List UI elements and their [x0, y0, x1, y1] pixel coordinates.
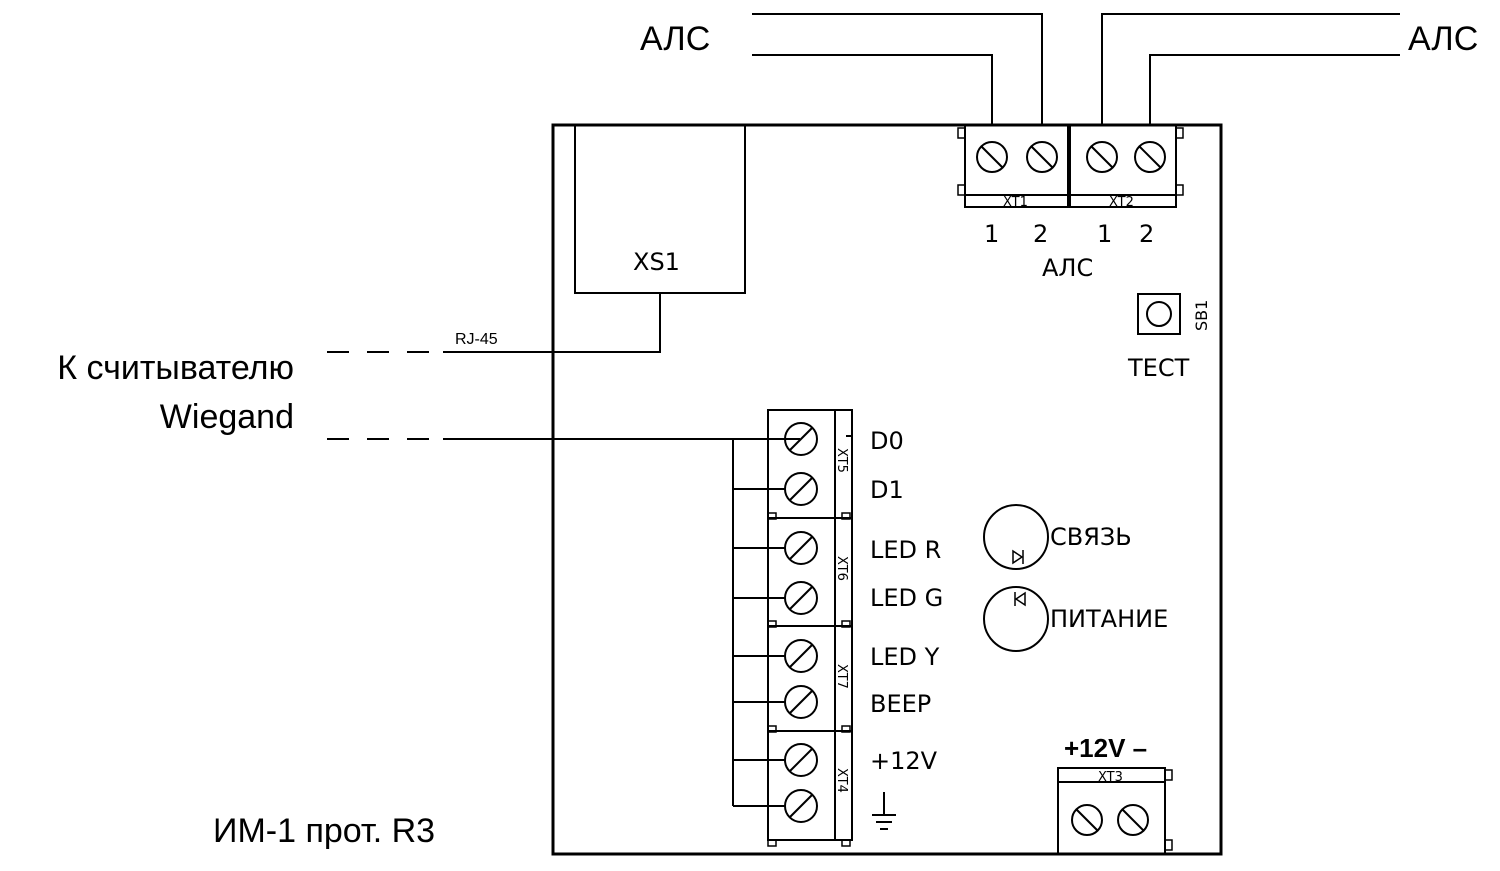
- pin-d0: D0: [870, 427, 904, 455]
- side-screws: [784, 422, 818, 823]
- rj45-wire: [443, 293, 661, 353]
- screw-icon: [976, 141, 1008, 173]
- screw-icon: [1071, 804, 1103, 836]
- xt1-pin-1: 1: [984, 220, 999, 248]
- als-right-wire-1: [1101, 13, 1400, 125]
- test-label: ТЕСТ: [1127, 354, 1190, 382]
- xt5-name: XT5: [834, 448, 849, 473]
- pin-12v: +12V: [870, 747, 938, 775]
- als-top-left-label: АЛС: [640, 20, 710, 58]
- xt2-terminal-block: XT2: [1069, 124, 1184, 210]
- als-left-wire-1: [752, 54, 993, 125]
- power-label: ПИТАНИЕ: [1050, 605, 1168, 633]
- screw-icon: [784, 422, 818, 456]
- xt1-name: XT1: [1003, 195, 1028, 210]
- xt2-pin-2: 2: [1139, 220, 1154, 248]
- als-bottom-label: АЛС: [1042, 254, 1093, 282]
- reader-label-line2: Wiegand: [160, 398, 294, 436]
- xt2-name: XT2: [1109, 195, 1134, 210]
- pin-beep: BEEP: [870, 690, 931, 718]
- sb1-label: SB1: [1192, 300, 1211, 331]
- side-terminal-stack: [767, 409, 853, 847]
- test-button: SB1: [1137, 293, 1211, 335]
- screw-icon: [1086, 141, 1118, 173]
- als-right-wire-2: [1149, 54, 1400, 125]
- link-label: СВЯЗЬ: [1050, 523, 1132, 551]
- xs1-connector: XS1: [574, 124, 746, 294]
- xt2-pin-1: 1: [1097, 220, 1112, 248]
- xt4-name: XT4: [834, 768, 849, 793]
- reader-label-line1: К считывателю: [57, 349, 294, 387]
- xt3-terminal-block: XT3: [1057, 767, 1173, 855]
- xt1-pin-2: 2: [1033, 220, 1048, 248]
- pin-d1: D1: [870, 476, 904, 504]
- board-outline: [551, 123, 1223, 856]
- rj45-label: RJ-45: [455, 331, 498, 348]
- link-led: [983, 504, 1049, 570]
- xs1-label: XS1: [633, 248, 680, 276]
- xt7-name: XT7: [834, 664, 849, 689]
- screw-icon: [1134, 141, 1166, 173]
- xt1-terminal-block: XT1: [957, 124, 1069, 210]
- ground-icon: [872, 792, 896, 830]
- screw-icon: [1026, 141, 1058, 173]
- device-label: ИМ-1 прот. R3: [213, 812, 435, 850]
- pin-led-r: LED R: [870, 536, 941, 564]
- als-left-wire-2: [752, 13, 1043, 125]
- supply-label: +12V –: [1064, 733, 1147, 763]
- als-top-right-label: АЛС: [1408, 20, 1478, 58]
- pin-led-g: LED G: [870, 584, 943, 612]
- pin-led-y: LED Y: [870, 643, 940, 671]
- xt6-name: XT6: [834, 556, 849, 581]
- power-led: [983, 586, 1049, 652]
- side-bus-wires: [732, 439, 786, 807]
- screw-icon: [1117, 804, 1149, 836]
